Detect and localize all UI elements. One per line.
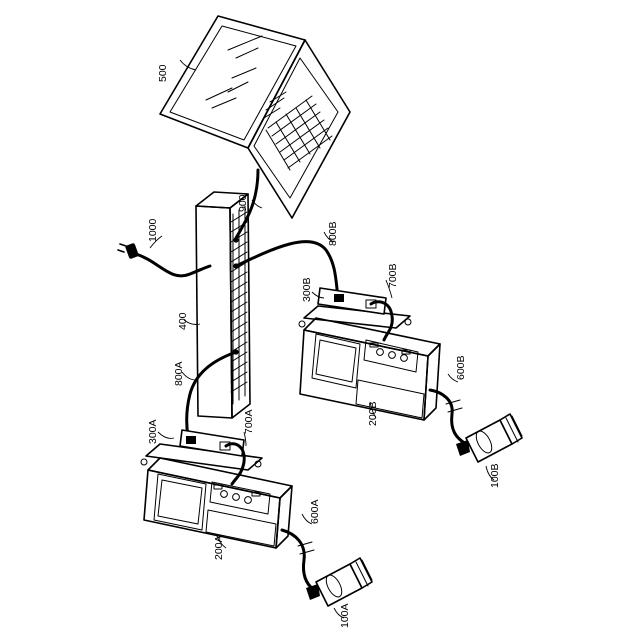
leader-laptop [180,60,196,70]
switch-ports [231,206,247,404]
label-sensor-a: 100A [339,603,351,628]
label-laptop: 500 [157,64,169,82]
label-power-cord: 1000 [147,218,159,242]
label-switch: 400 [177,312,189,330]
laptop [160,16,350,218]
power-cord [136,254,210,276]
keyboard [266,96,332,170]
sensor-a [306,558,372,606]
label-sensor-b: 100B [489,463,501,488]
label-controller-b: 200B [367,401,379,426]
label-cable-800a: 800A [173,361,185,386]
label-adapter-a: 300A [147,419,159,444]
label-adapter-b: 300B [301,277,313,302]
label-cable-800b: 800B [327,221,339,246]
leader-adapter-a [158,432,174,438]
label-controller-a: 200A [213,535,225,560]
sensor-cable-b [430,390,466,444]
power-plug [118,243,139,260]
controller-a [141,430,292,548]
label-sensor-cable-b: 600B [455,355,467,380]
controller-b [299,288,440,420]
cable-800a [187,352,236,436]
label-sensor-cable-a: 600A [309,499,321,524]
sensor-cable-a [282,530,314,590]
label-jumper-a: 700A [243,409,255,434]
sensor-b [456,414,522,462]
label-jumper-b: 700B [387,263,399,288]
